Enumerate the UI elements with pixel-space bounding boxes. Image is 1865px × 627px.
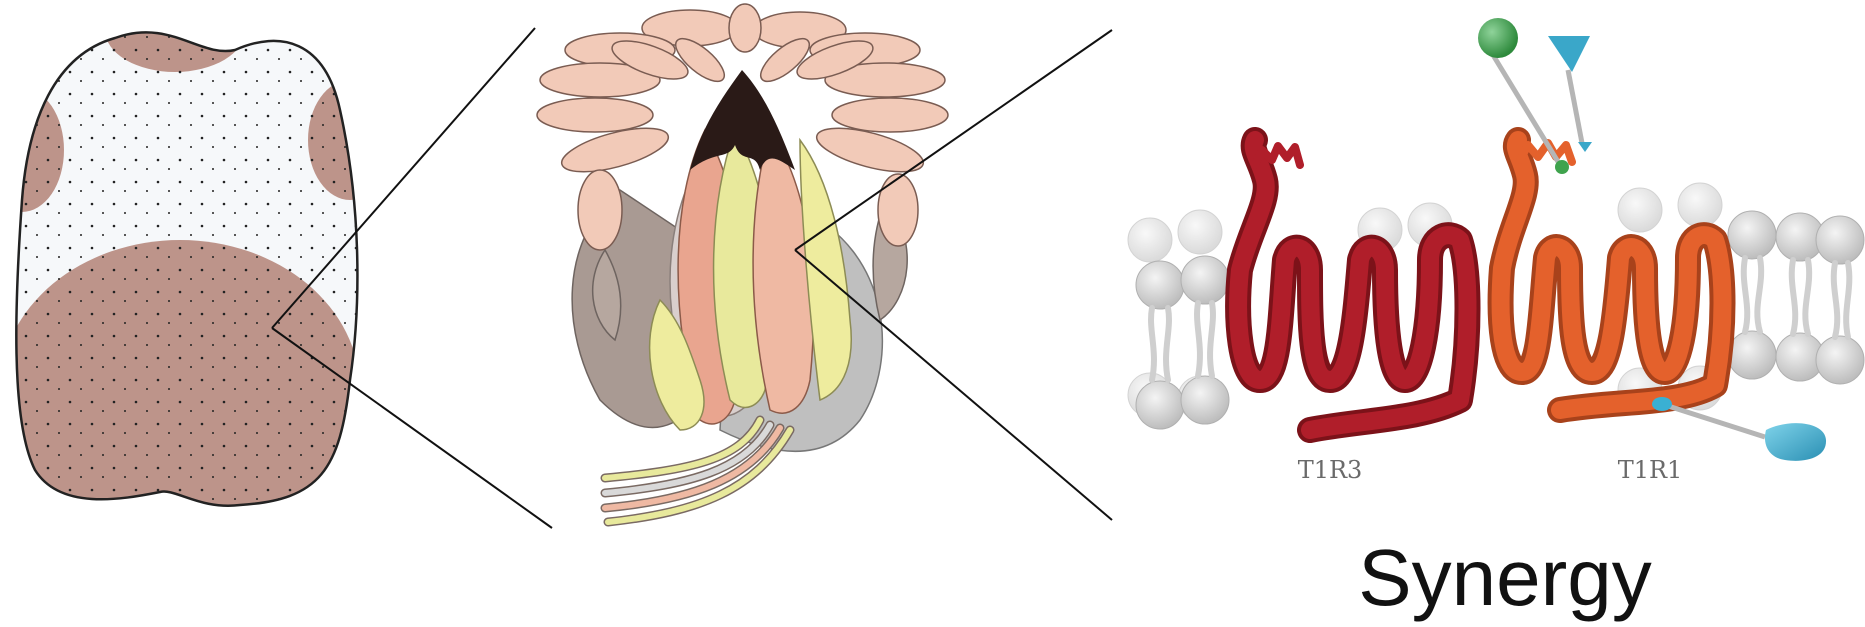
- blue-triangle-ligand: [1548, 36, 1590, 72]
- taste-bud-illustration: [537, 4, 948, 522]
- membrane-receptor-illustration: T1R3 T1R1: [1128, 18, 1864, 484]
- green-sphere-ligand: [1478, 18, 1518, 58]
- label-t1r3: T1R3: [1298, 456, 1363, 484]
- tongue-illustration: [0, 0, 392, 540]
- blue-drop-ligand: [1765, 423, 1826, 461]
- label-t1r1: T1R1: [1618, 456, 1683, 484]
- t1r3-receptor: [1238, 140, 1467, 430]
- caption-synergy: Synergy: [1358, 533, 1651, 622]
